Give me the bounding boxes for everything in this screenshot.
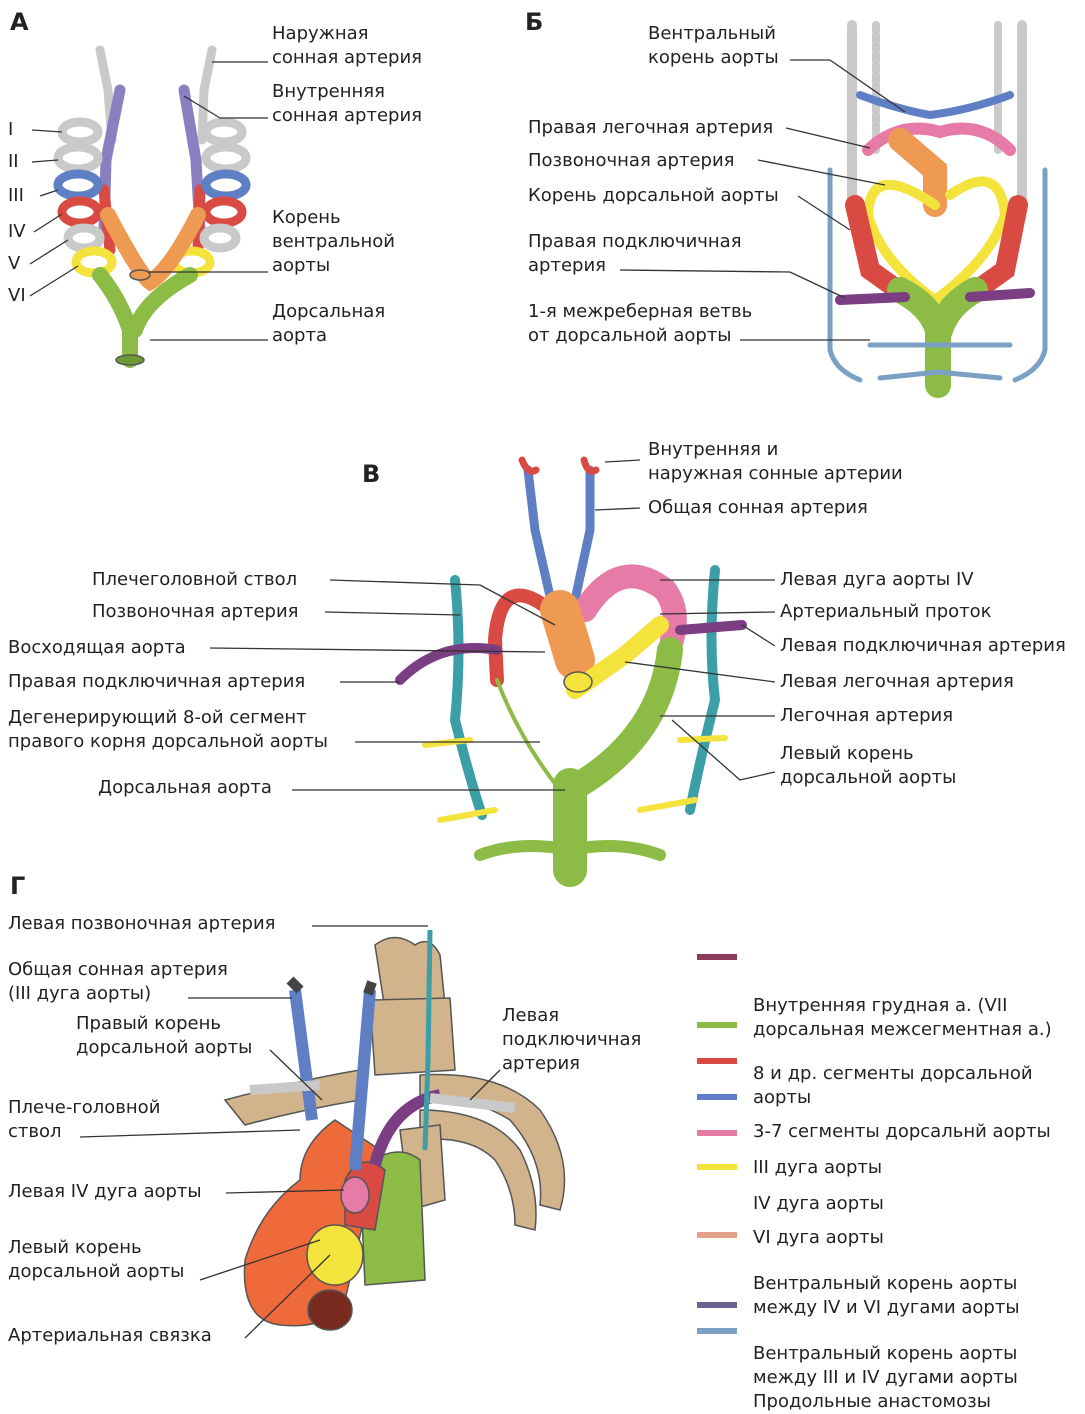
legend-text: III дуга аорты [753,1156,882,1180]
v-left-dorsal-root-label: Левый корень дорсальной аорты [780,742,956,790]
panel-v-drawing [400,460,742,870]
arch-label-iii: III [8,184,24,208]
v-vertebral-label: Позвоночная артерия [92,600,298,624]
v-carotids-label: Внутренняя и наружная сонные артерии [648,438,903,486]
v-degenerating-segment-label: Дегенерирующий 8-ой сегмент правого корн… [8,706,328,754]
internal-carotid-label: Внутренняя сонная артерия [272,80,422,128]
legend-swatch [697,1232,737,1238]
v-dorsal-aorta-label: Дорсальная аорта [98,776,272,800]
g-left-iv-arch-label: Левая IV дуга аорты [8,1180,202,1204]
legend-item: Продольные анастомозы [697,1318,720,1414]
panel-b-drawing [830,25,1045,385]
panel-label-g: Г [10,872,25,900]
b-dorsal-root-label: Корень дорсальной аорты [528,184,779,208]
v-ductus-label: Артериальный проток [780,600,992,624]
v-pulmonary-label: Легочная артерия [780,704,953,728]
legend-swatch [697,1164,737,1170]
legend-swatch [697,1328,737,1334]
v-left-pulmonary-label: Левая легочная артерия [780,670,1014,694]
panel-a-drawing [58,50,246,365]
panel-label-a: А [10,8,29,36]
legend-text: IV дуга аорты [753,1192,884,1216]
b-intercostal-label: 1-я межреберная ветвь от дорсальной аорт… [528,300,752,348]
v-left-arch-label: Левая дуга аорты IV [780,568,974,592]
ventral-root-label: Корень вентральной аорты [272,206,395,278]
panel-g-drawing [225,930,565,1330]
v-ascending-aorta-label: Восходящая аорта [8,636,186,660]
legend-text: Вентральный корень аорты между III и IV … [753,1342,1018,1390]
legend-swatch [697,954,737,960]
arch-label-v: V [8,252,20,276]
b-ventral-root-label: Вентральный корень аорты [648,22,779,70]
external-carotid-label: Наружная сонная артерия [272,22,422,70]
g-right-dorsal-root-label: Правый корень дорсальной аорты [76,1012,252,1060]
legend-swatch [697,1022,737,1028]
g-common-carotid-label: Общая сонная артерия (III дуга аорты) [8,958,228,1006]
g-left-vertebral-label: Левая позвоночная артерия [8,912,276,936]
b-right-subclavian-label: Правая подключичная артерия [528,230,742,278]
v-right-subclavian-label: Правая подключичная артерия [8,670,305,694]
legend-swatch [697,1058,737,1064]
legend-swatch [697,1130,737,1136]
legend-text: Вентральный корень аорты между IV и VI д… [753,1272,1020,1320]
v-common-carotid-label: Общая сонная артерия [648,496,868,520]
panel-label-v: В [362,460,380,488]
g-left-dorsal-root-label: Левый корень дорсальной аорты [8,1236,184,1284]
g-brachiocephalic-label: Плече-головной ствол [8,1096,160,1144]
dorsal-aorta-label: Дорсальная аорта [272,300,385,348]
v-left-subclavian-label: Левая подключичная артерия [780,634,1066,658]
legend-text: Продольные анастомозы [753,1390,991,1414]
legend-text: 3-7 сегменты дорсальнй аорты [753,1120,1051,1144]
arch-label-ii: II [8,150,19,174]
arch-label-iv: IV [8,220,26,244]
b-vertebral-label: Позвоночная артерия [528,149,734,173]
g-ligament-label: Артериальная связка [8,1324,212,1348]
legend-text: Внутренняя грудная а. (VII дорсальная ме… [753,994,1052,1042]
legend-swatch [697,1302,737,1308]
g-left-subclavian-label: Левая подключичная артерия [502,1004,641,1076]
arch-label-i: I [8,118,13,142]
panel-label-b: Б [525,8,543,36]
v-brachiocephalic-label: Плечеголовной ствол [92,568,297,592]
legend-text: 8 и др. сегменты дорсальной аорты [753,1062,1033,1110]
b-right-pulmonary-label: Правая легочная артерия [528,116,773,140]
legend-text: VI дуга аорты [753,1226,884,1250]
arch-label-vi: VI [8,284,26,308]
legend-swatch [697,1094,737,1100]
